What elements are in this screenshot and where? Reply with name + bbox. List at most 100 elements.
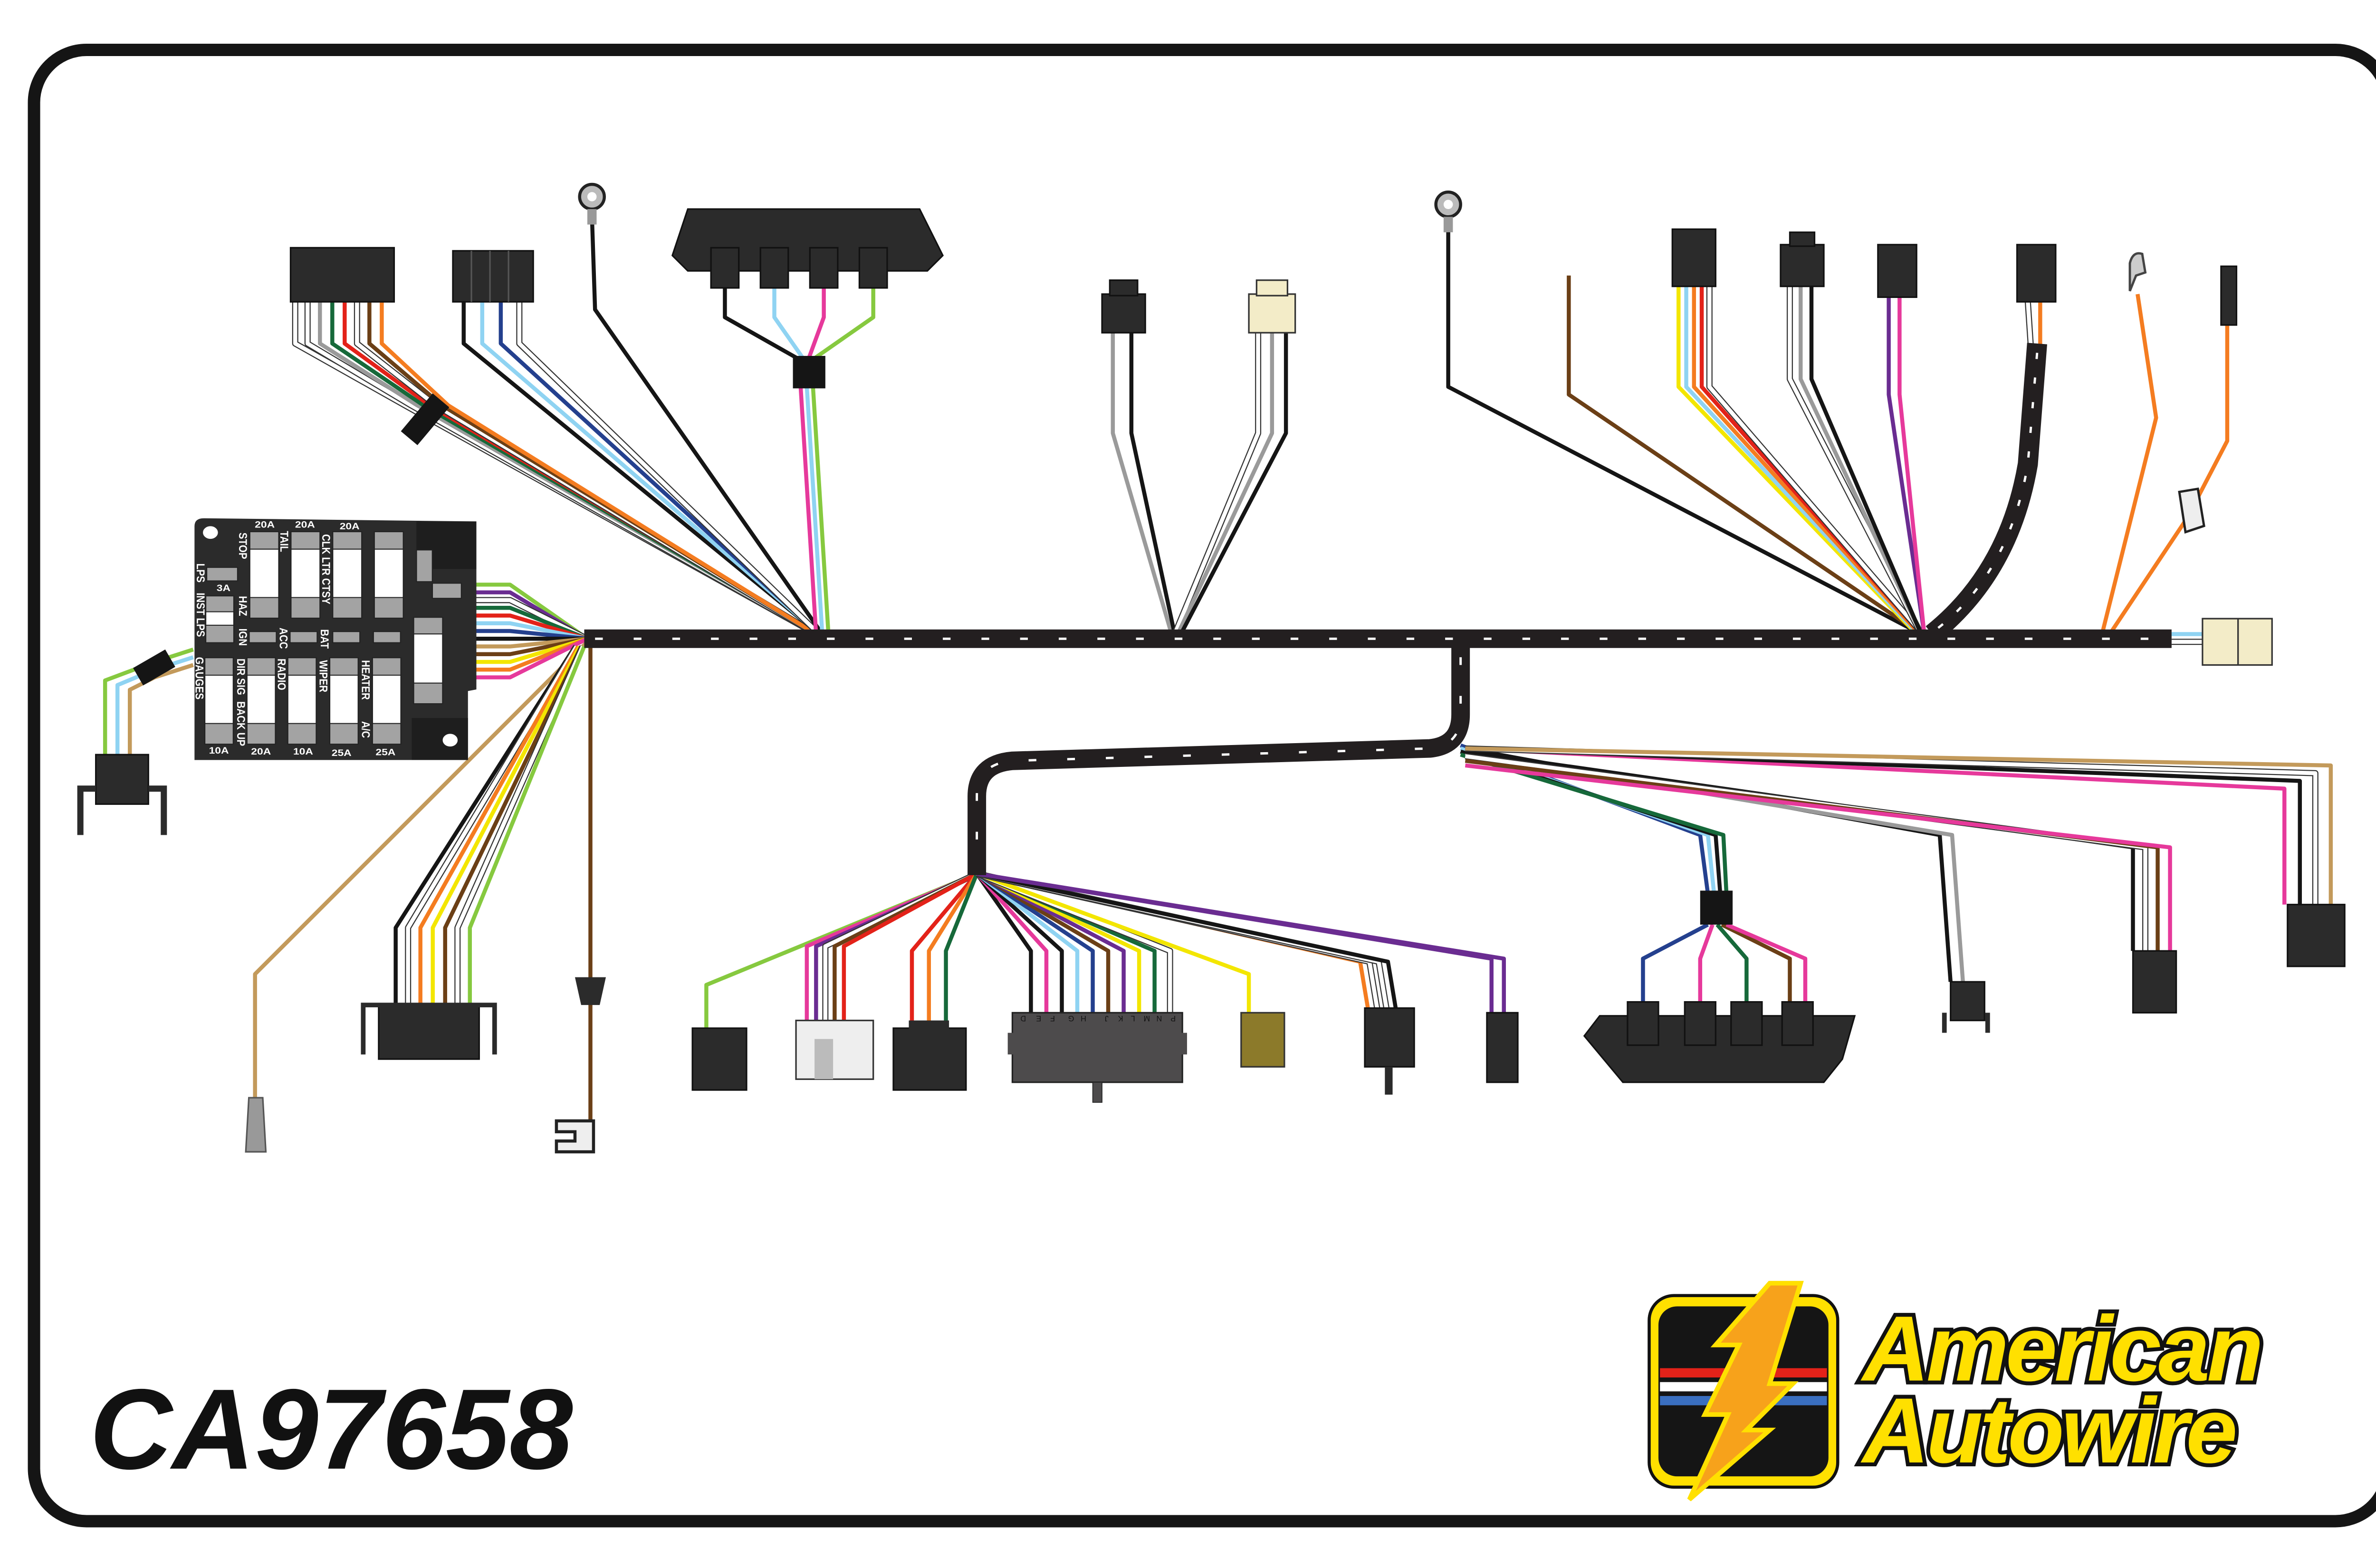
wires <box>103 217 2333 1121</box>
fuse-amp-label: 25A <box>332 748 352 758</box>
wire <box>805 286 875 365</box>
wire <box>1698 924 1715 1005</box>
fuse-label-stop: STOP <box>237 533 249 559</box>
wire <box>1707 286 1925 636</box>
connector-right-end-beige <box>2202 618 2273 666</box>
fuse <box>205 624 235 643</box>
connector-top-left-b <box>452 250 534 303</box>
fuse-label-back-up: BACK UP <box>235 701 248 746</box>
fuse <box>374 531 404 550</box>
fuse-label-ign: IGN <box>237 629 249 646</box>
wire <box>976 872 1080 1013</box>
fuse <box>204 723 234 745</box>
wire <box>1897 297 1926 634</box>
wire <box>842 871 978 1021</box>
wire <box>480 302 821 636</box>
fuse-label-inst-lps: INST LPS <box>194 593 207 637</box>
fuse <box>290 531 321 550</box>
wire <box>1173 333 1260 635</box>
wire <box>476 598 588 641</box>
fuse-label-ac: A/C <box>359 721 372 738</box>
wire <box>910 872 978 1028</box>
wire <box>1721 923 1792 1005</box>
wire <box>476 621 588 641</box>
wire <box>975 872 1049 1013</box>
wire <box>1460 753 1729 894</box>
fuse <box>290 597 321 619</box>
wire <box>1465 746 2333 905</box>
wire <box>1129 333 1177 635</box>
connector-top-multi-plug <box>671 208 944 289</box>
pin-letter: M <box>1144 1014 1150 1023</box>
wire <box>772 286 809 365</box>
fuse <box>329 674 359 724</box>
fuse <box>374 548 404 598</box>
connector-bottom-i <box>2287 904 2346 967</box>
fuse <box>332 548 363 598</box>
connector-bottom-b-white <box>795 1020 874 1080</box>
fuse <box>289 631 318 643</box>
wire <box>443 645 583 1005</box>
wire <box>590 217 824 635</box>
pin-letter: D <box>1020 1014 1026 1023</box>
wire <box>1111 333 1174 635</box>
fuse <box>249 548 279 598</box>
wire <box>476 629 588 641</box>
wire <box>406 645 578 1005</box>
fuse <box>372 657 402 676</box>
fuse <box>431 583 462 599</box>
fuse <box>329 723 359 745</box>
fuse <box>204 674 234 724</box>
wire <box>1179 333 1288 635</box>
wire <box>476 637 588 664</box>
fuse-label-wiper: WIPER <box>317 660 330 692</box>
connector-bottom-a <box>691 1027 747 1091</box>
fuse-amp-label: 20A <box>340 522 360 532</box>
fuse <box>246 723 276 745</box>
wire <box>2026 301 2033 349</box>
logo-text-line1: American <box>1860 1297 2260 1400</box>
fuse-amp-label: 25A <box>375 747 395 757</box>
wire <box>1465 763 2172 951</box>
connector-lower-left <box>361 1003 497 1060</box>
fuse-block: 20A 20A 20A 3A 10A 20A 10A 25A 25A STOP … <box>193 518 477 760</box>
wire <box>103 648 194 758</box>
fuse <box>329 657 359 676</box>
bullet-terminal <box>245 1097 267 1153</box>
wire <box>476 637 588 649</box>
fuse <box>332 631 361 643</box>
pin-letter: F <box>1050 1014 1055 1023</box>
wire <box>976 872 1111 1013</box>
fuse <box>287 657 317 676</box>
connector-bottom-multi-plug <box>1583 1001 1856 1083</box>
wire <box>975 872 1064 1013</box>
wire <box>1465 746 2287 905</box>
fuse-amp-label: 10A <box>209 746 229 756</box>
connector-top-right-d <box>2016 244 2057 303</box>
fuse <box>205 611 235 626</box>
wire <box>1809 286 1923 635</box>
wire <box>476 637 588 657</box>
fuse-amp-label: 10A <box>293 746 313 756</box>
wire <box>1887 297 1926 635</box>
wire-clamp <box>1700 890 1733 925</box>
wire <box>944 873 979 1028</box>
fuse <box>206 567 239 582</box>
wire <box>976 871 1126 1013</box>
wire <box>1788 286 1923 635</box>
frame-border <box>28 44 2376 1528</box>
fuse-label-gauges: GAUGES <box>193 657 206 700</box>
fuse-label-tail: TAIL <box>278 531 290 552</box>
wire <box>1641 923 1709 1005</box>
wire <box>476 605 588 641</box>
fuse-amp-label: 20A <box>295 520 315 530</box>
wire <box>476 637 588 672</box>
spade-terminal <box>555 1119 595 1154</box>
logo-text-line2: Autowire <box>1860 1379 2235 1482</box>
fuse <box>374 597 404 619</box>
ring-terminal-left <box>578 182 606 225</box>
wire <box>976 871 1398 1009</box>
fuse <box>249 531 279 550</box>
wire-clamp <box>133 649 175 686</box>
